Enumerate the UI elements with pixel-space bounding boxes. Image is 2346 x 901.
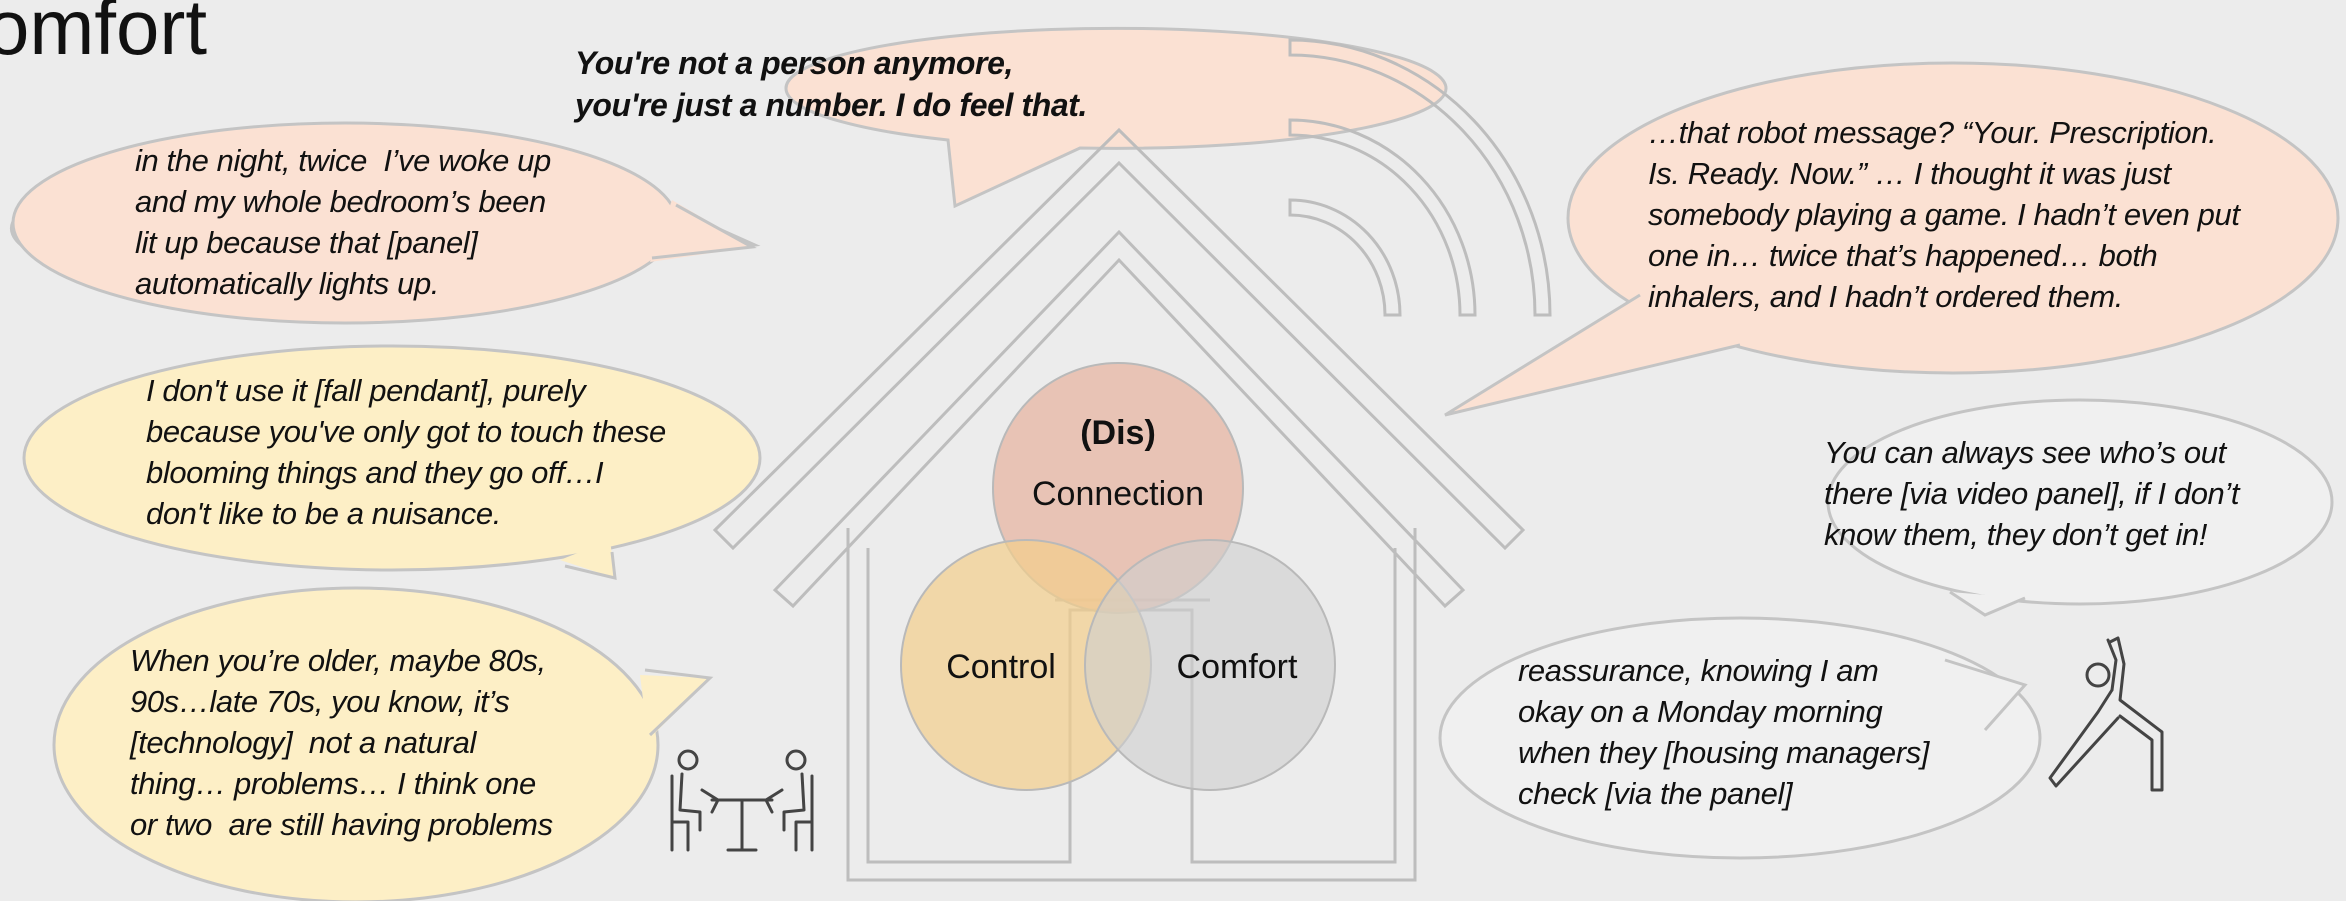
- venn-label-dis: (Dis): [1080, 414, 1156, 452]
- wifi-signal-icon: [1288, 38, 1552, 317]
- house-outline: [712, 127, 1526, 882]
- speech-bubble-video: [1826, 398, 2334, 617]
- page-title: omfort: [0, 0, 208, 71]
- venn-label-connection: Connection: [1031, 475, 1205, 513]
- speech-bubble-night: [9, 121, 761, 325]
- quote-reassurance: reassurance, knowing I am okay on a Mond…: [1518, 653, 1930, 811]
- speech-bubble-pendant: [22, 344, 762, 580]
- people-at-table-icon: [670, 749, 814, 852]
- quote-number: You're not a person anymore, you're just…: [575, 45, 1088, 123]
- speech-bubble-older: [52, 586, 714, 901]
- quote-older: When you’re older, maybe 80s, 90s…late 7…: [130, 643, 553, 842]
- speech-bubble-robot: [1444, 61, 2340, 417]
- speech-bubble-reassurance: [1438, 616, 2042, 860]
- person-stretching-icon: [2048, 636, 2164, 792]
- speech-bubble-number: [784, 26, 1448, 209]
- venn-label-control: Control: [946, 648, 1056, 686]
- venn-label-comfort: Comfort: [1176, 648, 1298, 686]
- quote-video: You can always see who’s out there [via …: [1824, 435, 2240, 552]
- quote-pendant: I don't use it [fall pendant], purely be…: [146, 373, 666, 531]
- venn-circle-comfort: [1084, 539, 1336, 791]
- quote-robot: …that robot message? “Your. Prescription…: [1648, 115, 2240, 314]
- venn-diagram: [900, 362, 1336, 791]
- quote-night: in the night, twice I’ve woke up and my …: [135, 143, 551, 301]
